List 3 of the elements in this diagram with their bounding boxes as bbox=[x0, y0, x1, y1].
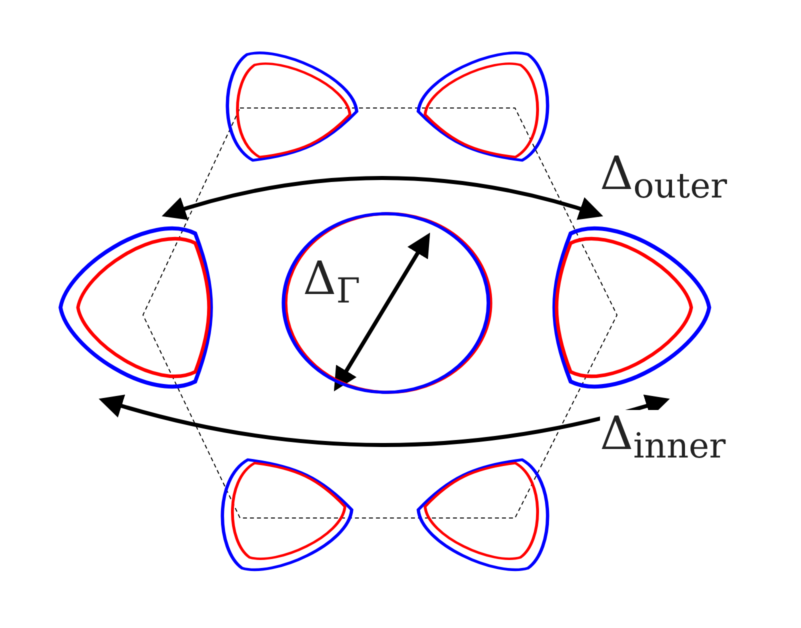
arrow bbox=[162, 176, 604, 220]
gap-label: Δ$_{Γ}$ bbox=[303, 255, 360, 310]
arrow bbox=[98, 394, 670, 447]
